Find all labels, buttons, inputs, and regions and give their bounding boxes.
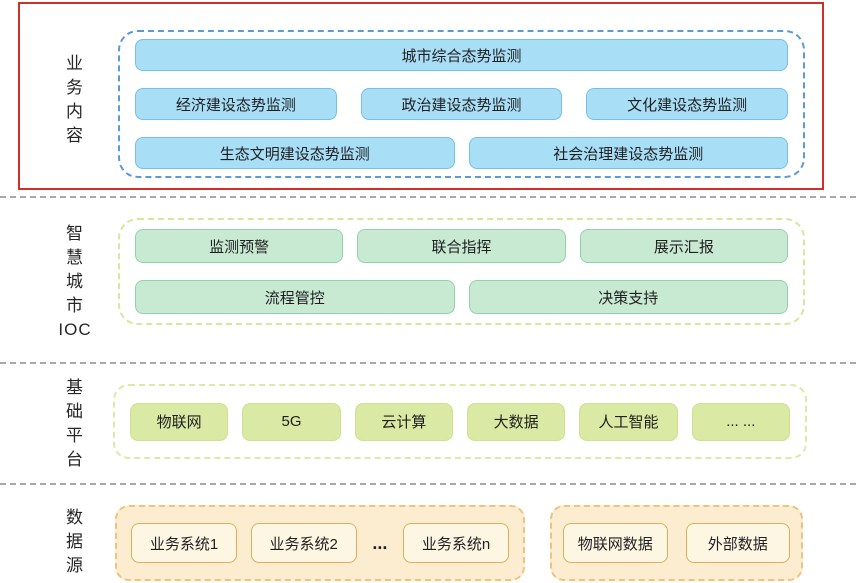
divider-1	[0, 196, 856, 198]
business-highlight-frame	[18, 2, 824, 190]
datasource-other-group: 物联网数据 外部数据	[550, 505, 803, 581]
datasource-business-systems-group: 业务系统1 业务系统2 ... 业务系统n	[115, 505, 525, 581]
node-city-comprehensive-monitoring: 城市综合态势监测	[135, 39, 788, 71]
node-display-report: 展示汇报	[579, 229, 788, 263]
band-label-business: 业 务 内 容	[66, 54, 84, 145]
ioc-group: 监测预警 联合指挥 展示汇报 流程管控 决策支持	[118, 218, 805, 325]
platform-group: 物联网 5G 云计算 大数据 人工智能 ... ...	[113, 384, 807, 459]
node-business-system-n: 业务系统n	[402, 523, 509, 563]
node-big-data: 大数据	[466, 402, 566, 441]
node-social-governance-monitoring: 社会治理建设态势监测	[468, 137, 788, 169]
ioc-row-2: 流程管控 决策支持	[135, 280, 788, 314]
node-business-system-2: 业务系统2	[250, 523, 357, 563]
node-cultural-monitoring: 文化建设态势监测	[586, 88, 789, 120]
band-label-datasource: 数 据 源	[66, 508, 84, 575]
node-joint-command: 联合指挥	[357, 229, 566, 263]
node-platform-more: ... ...	[691, 402, 790, 441]
node-external-data: 外部数据	[685, 523, 790, 563]
business-row-2: 经济建设态势监测 政治建设态势监测 文化建设态势监测	[135, 88, 789, 120]
node-economic-monitoring: 经济建设态势监测	[135, 88, 337, 120]
business-systems-ellipsis: ...	[372, 532, 388, 553]
node-decision-support: 决策支持	[468, 280, 788, 314]
node-monitoring-warning: 监测预警	[135, 229, 344, 263]
band-label-platform: 基 础 平 台	[66, 378, 84, 469]
node-cloud-computing: 云计算	[354, 402, 453, 441]
node-eco-civilization-monitoring: 生态文明建设态势监测	[135, 137, 455, 169]
node-5g: 5G	[242, 402, 341, 441]
business-row-3: 生态文明建设态势监测 社会治理建设态势监测	[135, 137, 788, 169]
ioc-row-1: 监测预警 联合指挥 展示汇报	[135, 229, 788, 263]
business-row-1: 城市综合态势监测	[135, 39, 788, 71]
node-political-monitoring: 政治建设态势监测	[360, 88, 563, 120]
node-iot: 物联网	[130, 402, 229, 441]
node-ai: 人工智能	[579, 402, 678, 441]
business-group: 城市综合态势监测 经济建设态势监测 政治建设态势监测 文化建设态势监测 生态文明…	[118, 30, 805, 178]
node-iot-data: 物联网数据	[563, 523, 668, 563]
band-label-ioc: 智 慧 城 市 IOC	[58, 224, 92, 339]
node-business-system-1: 业务系统1	[131, 523, 237, 563]
node-process-control: 流程管控	[135, 280, 455, 314]
divider-3	[0, 483, 856, 485]
divider-2	[0, 362, 856, 364]
